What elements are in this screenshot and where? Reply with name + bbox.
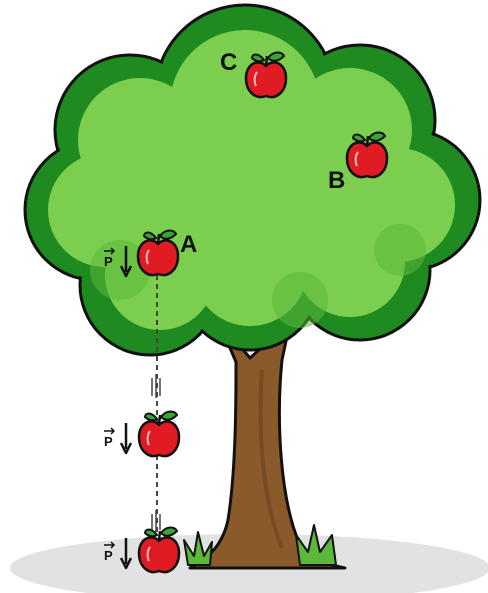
- weight-vector-mid: P: [104, 421, 133, 455]
- apple-c-label: C: [220, 49, 237, 76]
- vector-arrow-mark-ground: [104, 541, 116, 549]
- weight-vector-a: P: [104, 244, 133, 278]
- vector-arrow-mark-a: [104, 247, 116, 255]
- apple-b-icon: [345, 131, 389, 179]
- downward-arrow-icon: [119, 421, 133, 455]
- apple-a-label: A: [180, 231, 197, 258]
- grass-tuft-left-icon: [183, 531, 213, 566]
- apple-a-icon: [136, 229, 180, 277]
- apple-ground-icon: [137, 526, 181, 574]
- weight-symbol-a: P: [104, 254, 113, 269]
- weight-vector-ground: P: [104, 536, 133, 570]
- vector-arrow-mark-mid: [104, 427, 116, 435]
- grass-tuft-right-icon: [295, 524, 337, 566]
- tree-foliage: [23, 3, 482, 357]
- apple-b-label: B: [328, 167, 345, 194]
- apple-falling-icon: [137, 410, 181, 458]
- motion-lines-2: [151, 510, 161, 532]
- weight-symbol-ground: P: [104, 548, 113, 563]
- motion-lines-1: [151, 374, 161, 398]
- weight-symbol-mid: P: [104, 434, 113, 449]
- apple-c-icon: [244, 51, 288, 99]
- tree-trunk: [188, 318, 347, 570]
